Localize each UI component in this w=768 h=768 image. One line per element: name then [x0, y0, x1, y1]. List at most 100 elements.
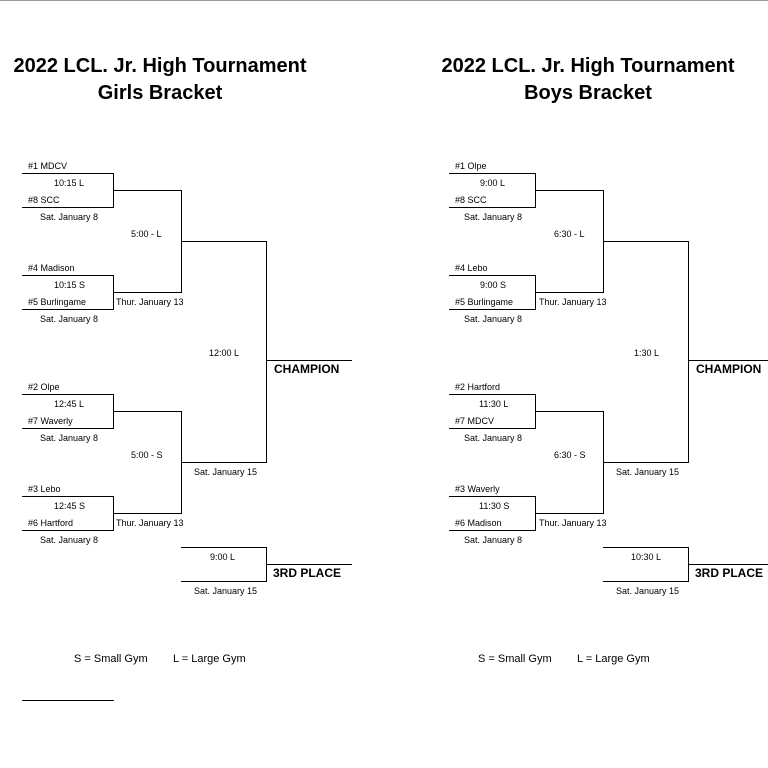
boys-connector-final [688, 241, 689, 463]
girls-line-semi2-top [113, 411, 182, 412]
boys-line-seed1 [449, 173, 536, 174]
boys-seed-3: #3 Waverly [455, 484, 500, 494]
girls-line-final-bottom [181, 462, 267, 463]
girls-line-semi1-bottom [113, 292, 182, 293]
boys-title-line2: Boys Bracket [524, 82, 652, 104]
boys-r1-date-1: Sat. January 8 [464, 212, 523, 222]
girls-line-seed3 [22, 496, 114, 497]
boys-line-seed7 [449, 428, 536, 429]
boys-line-semi2-top [535, 411, 604, 412]
girls-semi-date-1: Thur. January 13 [116, 297, 184, 307]
girls-seed-4: #4 Madison [28, 263, 75, 273]
boys-r1-time-1: 9:00 L [480, 178, 506, 188]
boys-semi-time-1: 6:30 - L [554, 229, 585, 239]
boys-r1-date-3: Sat. January 8 [464, 433, 523, 443]
girls-title-line1: 2022 LCL. Jr. High Tournament [13, 55, 307, 77]
boys-line-third-bottom [603, 581, 689, 582]
boys-seed-7: #7 MDCV [455, 416, 495, 426]
girls-third-line [266, 564, 352, 565]
girls-seed-6: #6 Hartford [28, 518, 74, 528]
girls-line-seed1 [22, 173, 114, 174]
girls-r1-time-4: 12:45 S [54, 501, 86, 511]
girls-semi-time-1: 5:00 - L [131, 229, 162, 239]
boys-line-semi1-bottom [535, 292, 604, 293]
boys-champion-label: CHAMPION [696, 362, 762, 376]
boys-semi-date-1: Thur. January 13 [539, 297, 607, 307]
boys-line-semi1-top [535, 190, 604, 191]
boys-r1-time-3: 11:30 L [479, 399, 509, 409]
boys-line-seed6 [449, 530, 536, 531]
boys-champion-line [688, 360, 768, 361]
boys-line-third-top [603, 547, 689, 548]
girls-line-seed2 [22, 394, 114, 395]
boys-r1-date-2: Sat. January 8 [464, 314, 523, 324]
boys-line-seed2 [449, 394, 536, 395]
boys-seed-1: #1 Olpe [455, 161, 487, 171]
girls-seed-5: #5 Burlingame [28, 297, 87, 307]
boys-r1-time-2: 9:00 S [480, 280, 507, 290]
girls-title-line2: Girls Bracket [97, 82, 223, 104]
boys-final-date: Sat. January 15 [616, 467, 680, 477]
girls-legend-small: S = Small Gym [74, 653, 148, 665]
girls-legend-large: L = Large Gym [173, 653, 246, 665]
girls-seed-8: #8 SCC [28, 195, 60, 205]
boys-final-time: 1:30 L [634, 348, 660, 358]
girls-r1-date-1: Sat. January 8 [40, 212, 99, 222]
boys-line-seed8 [449, 207, 536, 208]
girls-line-third-top [181, 547, 267, 548]
girls-line-seed6 [22, 530, 114, 531]
girls-line-seed8 [22, 207, 114, 208]
girls-line-seed7 [22, 428, 114, 429]
boys-seed-5: #5 Burlingame [455, 297, 514, 307]
girls-line-third-bottom [181, 581, 267, 582]
boys-third-line [688, 564, 768, 565]
boys-line-final-bottom [603, 462, 689, 463]
boys-legend-small: S = Small Gym [478, 653, 552, 665]
girls-seed-3: #3 Lebo [28, 484, 61, 494]
girls-seed-7: #7 Waverly [28, 416, 73, 426]
girls-line-seed4 [22, 275, 114, 276]
girls-third-label: 3RD PLACE [273, 566, 342, 580]
boys-seed-8: #8 SCC [455, 195, 487, 205]
girls-r1-time-3: 12:45 L [54, 399, 85, 409]
girls-seed-1: #1 MDCV [28, 161, 68, 171]
girls-r1-date-2: Sat. January 8 [40, 314, 99, 324]
girls-line-seed5 [22, 309, 114, 310]
boys-third-label: 3RD PLACE [695, 566, 764, 580]
girls-semi-time-2: 5:00 - S [131, 450, 163, 460]
signature-line [22, 700, 114, 701]
top-border [0, 0, 768, 1]
girls-semi-date-2: Thur. January 13 [116, 518, 184, 528]
boys-r1-time-4: 11:30 S [479, 501, 510, 511]
boys-legend-large: L = Large Gym [577, 653, 650, 665]
boys-line-seed4 [449, 275, 536, 276]
girls-line-semi2-bottom [113, 513, 182, 514]
girls-champion-label: CHAMPION [274, 362, 340, 376]
girls-third-time: 9:00 L [210, 552, 236, 562]
boys-line-semi2-bottom [535, 513, 604, 514]
boys-line-seed5 [449, 309, 536, 310]
girls-seed-2: #2 Olpe [28, 382, 60, 392]
boys-third-time: 10:30 L [631, 552, 662, 562]
boys-line-final-top [603, 241, 689, 242]
boys-line-seed3 [449, 496, 536, 497]
girls-line-final-top [181, 241, 267, 242]
girls-champion-line [266, 360, 352, 361]
girls-third-date: Sat. January 15 [194, 586, 258, 596]
boys-title-line1: 2022 LCL. Jr. High Tournament [441, 55, 735, 77]
boys-third-date: Sat. January 15 [616, 586, 680, 596]
girls-r1-date-4: Sat. January 8 [40, 535, 99, 545]
girls-final-date: Sat. January 15 [194, 467, 258, 477]
girls-connector-final [266, 241, 267, 463]
boys-seed-2: #2 Hartford [455, 382, 501, 392]
girls-final-time: 12:00 L [209, 348, 240, 358]
girls-r1-time-2: 10:15 S [54, 280, 86, 290]
boys-semi-date-2: Thur. January 13 [539, 518, 607, 528]
boys-seed-4: #4 Lebo [455, 263, 488, 273]
girls-r1-date-3: Sat. January 8 [40, 433, 99, 443]
girls-r1-time-1: 10:15 L [54, 178, 85, 188]
boys-semi-time-2: 6:30 - S [554, 450, 586, 460]
boys-seed-6: #6 Madison [455, 518, 502, 528]
girls-line-semi1-top [113, 190, 182, 191]
boys-r1-date-4: Sat. January 8 [464, 535, 523, 545]
